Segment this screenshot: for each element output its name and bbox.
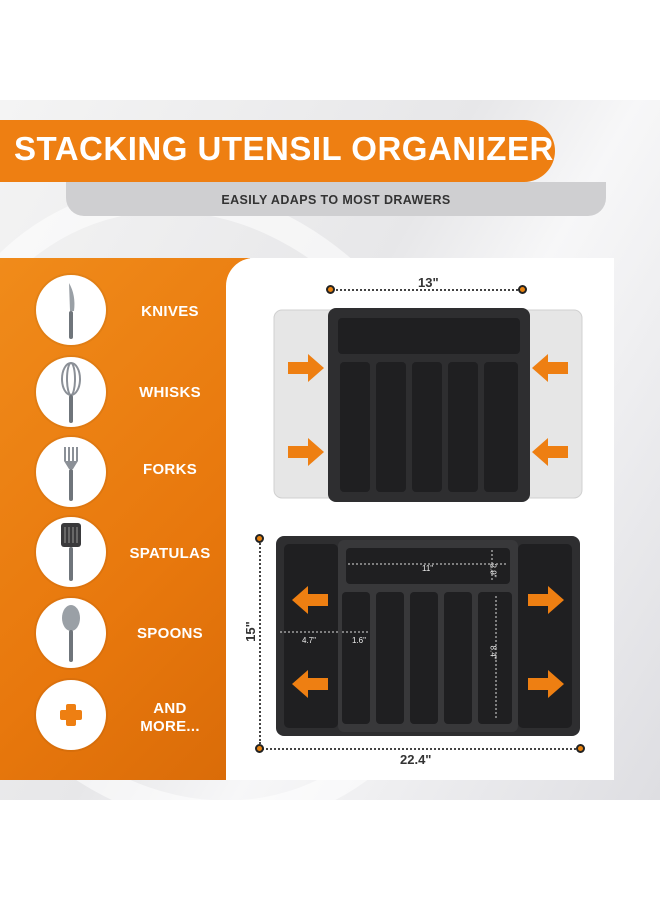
arrow-left-icon: [292, 670, 328, 698]
inner-small-height-label: 2.9": [488, 563, 498, 578]
whisk-icon: [36, 357, 106, 427]
fork-icon: [36, 437, 106, 507]
feature-label-more-line2: MORE...: [140, 718, 200, 735]
feature-panel: [0, 258, 250, 780]
organizer-expanded-diagram: [276, 536, 580, 736]
bottom-width-line: [262, 748, 580, 750]
bottom-height-label: 15": [242, 621, 258, 642]
dim-dot: [576, 744, 585, 753]
feature-label-forks: FORKS: [143, 461, 197, 478]
feature-label-more-line1: AND: [153, 700, 187, 717]
top-width-label: 13": [418, 275, 439, 290]
bottom-width-label: 22.4": [400, 752, 432, 767]
knife-icon: [36, 275, 106, 345]
arrow-left-icon: [532, 438, 568, 466]
arrow-right-icon: [528, 670, 564, 698]
organizer-compact-diagram: [273, 308, 583, 502]
slot-width-label: 1.6": [352, 636, 366, 645]
subtitle-banner: EASILY ADAPS TO MOST DRAWERS: [66, 182, 606, 216]
title-banner: STACKING UTENSIL ORGANIZER: [0, 120, 555, 182]
spoon-icon: [36, 598, 106, 668]
feature-label-knives: KNIVES: [141, 303, 199, 320]
arrow-right-icon: [288, 438, 324, 466]
slot-length-label: 8.4": [488, 645, 498, 660]
page-subtitle: EASILY ADAPS TO MOST DRAWERS: [221, 193, 451, 207]
dim-dot: [518, 285, 527, 294]
top-width-line: [332, 289, 522, 291]
spatula-icon: [36, 517, 106, 587]
arrow-left-icon: [292, 586, 328, 614]
inner-width-label: 11": [422, 564, 434, 573]
dim-dot: [326, 285, 335, 294]
left-slot-label: 4.7": [302, 636, 316, 645]
page-title: STACKING UTENSIL ORGANIZER: [14, 130, 554, 167]
feature-label-more: AND MORE...: [120, 700, 220, 736]
feature-label-spoons: SPOONS: [137, 625, 203, 642]
dim-dot: [255, 744, 264, 753]
feature-label-spatulas: SPATULAS: [129, 545, 211, 562]
plus-icon: [36, 680, 106, 750]
bottom-height-line: [259, 540, 261, 744]
dim-dot: [255, 534, 264, 543]
arrow-left-icon: [532, 354, 568, 382]
arrow-right-icon: [288, 354, 324, 382]
arrow-right-icon: [528, 586, 564, 614]
feature-label-whisks: WHISKS: [139, 384, 201, 401]
